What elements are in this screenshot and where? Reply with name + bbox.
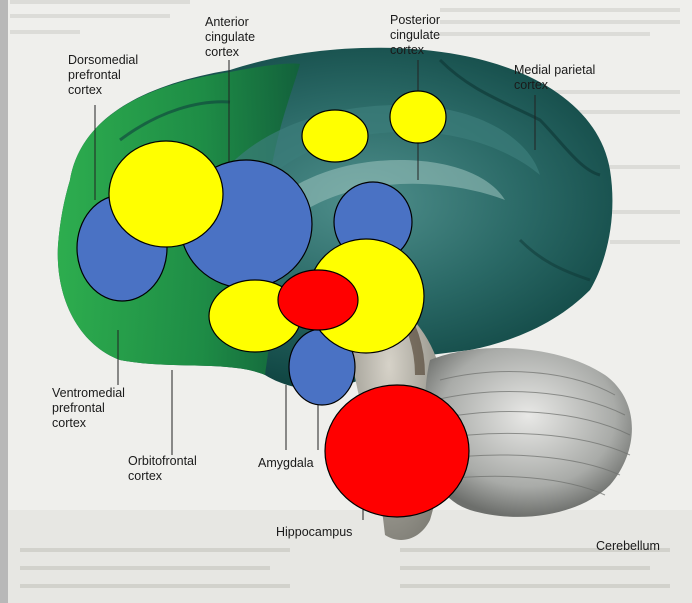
label-hippocampus: Hippocampus xyxy=(276,525,352,539)
posterior-cingulate-yellow-marker xyxy=(390,91,446,143)
hippocampus-red-marker xyxy=(325,385,469,517)
page-edge xyxy=(0,0,8,603)
label-amygdala: Amygdala xyxy=(258,456,314,470)
center-red-marker xyxy=(278,270,358,330)
cingulate-yellow-small-marker xyxy=(302,110,368,162)
page-bottom xyxy=(8,510,692,603)
label-cerebellum: Cerebellum xyxy=(596,539,660,553)
dorsomedial-yellow-marker xyxy=(109,141,223,247)
